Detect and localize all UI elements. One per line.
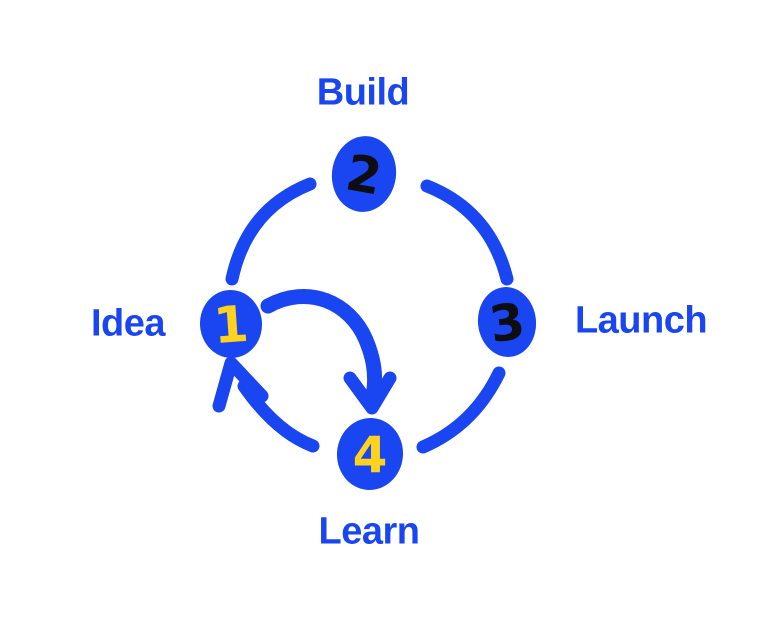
arrowhead-idea-to-learn-icon bbox=[343, 371, 397, 415]
arrow-idea-to-learn bbox=[260, 289, 383, 398]
label-launch: Launch bbox=[574, 299, 708, 342]
arrowhead-learn-to-idea-icon bbox=[212, 356, 269, 413]
node-circle-idea bbox=[199, 290, 263, 358]
node-circle-build bbox=[331, 136, 397, 212]
label-build: Build bbox=[316, 71, 410, 114]
arc-launch-to-learn bbox=[416, 366, 506, 454]
arc-learn-to-idea bbox=[237, 379, 320, 453]
label-learn: Learn bbox=[318, 510, 420, 553]
label-idea: Idea bbox=[90, 302, 166, 345]
node-number-learn: 4 bbox=[353, 426, 388, 484]
node-circle-launch bbox=[477, 287, 537, 357]
node-number-idea: 1 bbox=[212, 295, 251, 355]
node-number-launch: 3 bbox=[486, 292, 529, 354]
arc-build-to-launch bbox=[420, 179, 514, 286]
arc-idea-to-build bbox=[225, 177, 317, 286]
node-circle-learn bbox=[336, 418, 404, 490]
